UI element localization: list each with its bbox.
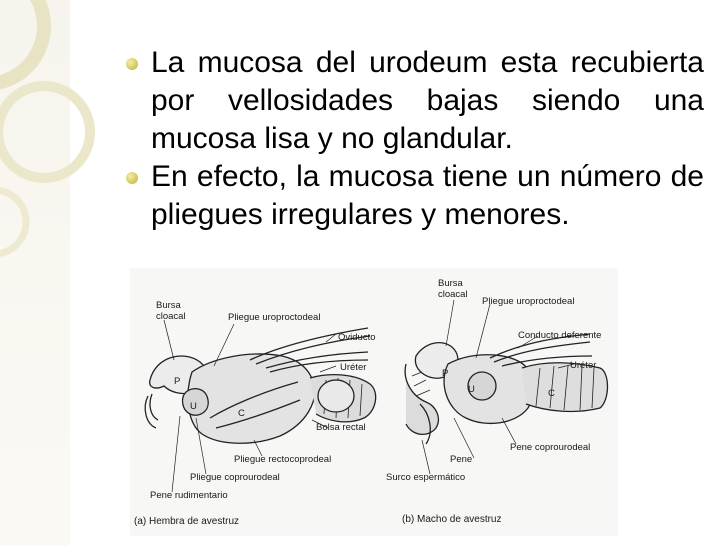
label-pliegue-uroproctodeal-f: Pliegue uroproctodeal	[228, 312, 320, 323]
caption-female: (a) Hembra de avestruz	[134, 516, 239, 527]
female-cloaca-drawing	[144, 319, 377, 493]
label-ureter-f: Uréter	[340, 362, 366, 373]
label-conducto-deferente: Conducto deferente	[518, 330, 601, 341]
label-oviducto: Oviducto	[338, 332, 376, 343]
caption-male: (b) Macho de avestruz	[402, 514, 502, 525]
bullet-text: En efecto, la mucosa tiene un número de …	[151, 160, 704, 231]
label-bursa-f2: cloacal	[156, 311, 186, 322]
bullet-text: La mucosa del urodeum esta recubierta po…	[151, 46, 704, 155]
label-region-u-m: U	[468, 384, 475, 395]
label-region-p-m: P	[442, 368, 448, 379]
bullet-list: La mucosa del urodeum esta recubierta po…	[124, 44, 704, 234]
label-pene-rudimentario: Pene rudimentario	[150, 490, 228, 501]
label-region-c-m: C	[548, 388, 555, 399]
bullet-item: La mucosa del urodeum esta recubierta po…	[124, 44, 704, 158]
decorative-rings	[0, 0, 95, 546]
bullet-item: En efecto, la mucosa tiene un número de …	[124, 158, 704, 234]
label-pene: Pene	[450, 454, 472, 465]
label-bursa-m2: cloacal	[438, 289, 468, 300]
label-pliegue-coprourodeal: Pliegue coprourodeal	[190, 472, 280, 483]
cloaca-diagram: Bursa cloacal Pliegue uroproctodeal Ovid…	[130, 268, 618, 536]
label-pene-coprourodeal: Pene coprourodeal	[510, 442, 590, 453]
label-bolsa-rectal: Bolsa rectal	[316, 422, 366, 433]
label-region-c-f: C	[238, 408, 245, 419]
gold-dot-icon	[126, 58, 138, 70]
label-region-p-f: P	[174, 376, 180, 387]
label-bursa-m1: Bursa	[438, 278, 464, 289]
label-ureter-m: Uréter	[570, 360, 596, 371]
label-pliegue-rectocoprodeal: Pliegue rectocoprodeal	[234, 454, 331, 465]
label-bursa-f1: Bursa	[156, 300, 182, 311]
label-surco-espermatico: Surco espermático	[386, 472, 465, 483]
label-pliegue-uroproctodeal-m: Pliegue uroproctodeal	[482, 296, 574, 307]
male-cloaca-drawing	[404, 299, 609, 475]
gold-dot-icon	[126, 172, 138, 184]
anatomy-figure: Bursa cloacal Pliegue uroproctodeal Ovid…	[130, 268, 618, 536]
label-region-u-f: U	[190, 401, 197, 412]
